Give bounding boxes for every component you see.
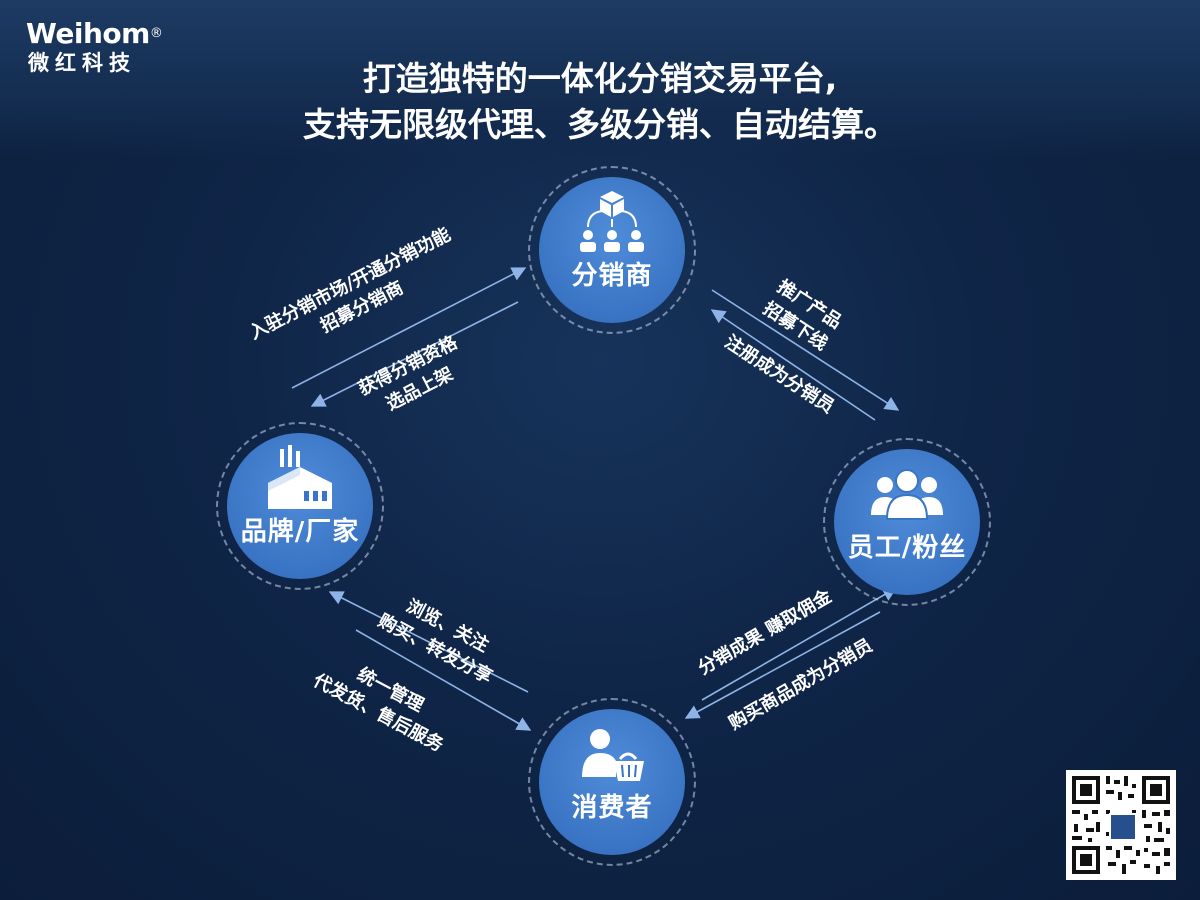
node-brand: 品牌/厂家: [216, 422, 384, 590]
arrow-brand-to-consumer: [355, 629, 532, 731]
distribution-network-icon: [580, 191, 644, 252]
node-disc: 员工/粉丝: [834, 449, 980, 595]
brand-logo: Weihom® 微红科技: [26, 17, 163, 76]
node-consumer: 消费者: [528, 698, 696, 866]
logo-chinese-name: 微红科技: [28, 51, 136, 75]
arrow-consumer-to-staff: [701, 587, 898, 701]
registered-mark: ®: [149, 26, 163, 41]
arrow-consumer-to-brand: [328, 591, 529, 693]
arrow-staff-to-consumer: [684, 611, 881, 719]
node-label: 员工/粉丝: [847, 533, 967, 563]
node-disc: 分销商: [539, 177, 685, 323]
factory-icon: [268, 445, 332, 509]
node-label: 分销商: [571, 261, 653, 291]
node-label: 消费者: [571, 793, 653, 823]
arrow-distributor-to-brand: [310, 301, 519, 407]
node-distributor: 分销商: [528, 166, 696, 334]
shopper-basket-icon: [582, 729, 644, 781]
logo-name: Weihom: [26, 17, 150, 50]
user-group-icon: [871, 469, 943, 520]
arrow-staff-to-distributor: [710, 309, 876, 421]
arrow-brand-to-distributor: [291, 267, 527, 389]
headline-line-2: 支持无限级代理、多级分销、自动结算。: [303, 105, 897, 144]
node-disc: 品牌/厂家: [227, 433, 373, 579]
arrow-distributor-to-staff: [711, 289, 900, 411]
node-staff-fans: 员工/粉丝: [823, 438, 991, 606]
qr-logo-mark: [1109, 813, 1137, 841]
node-label: 品牌/厂家: [240, 517, 360, 547]
top-banner: [0, 0, 1200, 160]
headline-line-1: 打造独特的一体化分销交易平台,: [362, 59, 838, 98]
node-disc: 消费者: [539, 709, 685, 855]
